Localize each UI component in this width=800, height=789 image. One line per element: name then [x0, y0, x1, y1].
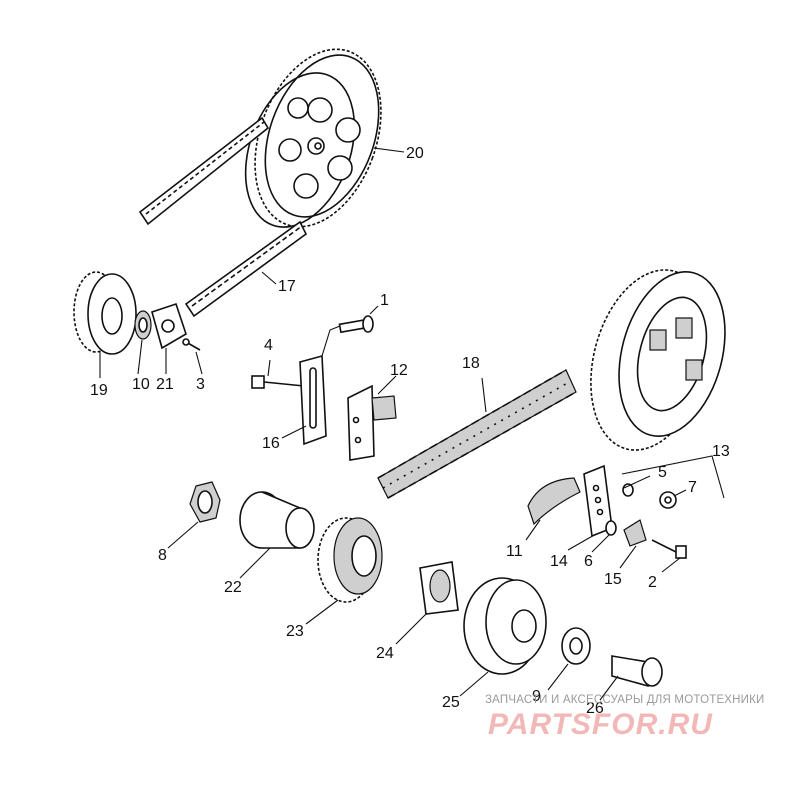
part-label-18: 18 — [462, 355, 480, 372]
clutch-hub — [239, 491, 315, 549]
lock-plate-screw — [182, 338, 201, 351]
part-label-6: 6 — [584, 553, 593, 570]
part-label-7: 7 — [688, 479, 697, 496]
part-label-1: 1 — [380, 292, 389, 309]
part-label-17: 17 — [278, 278, 296, 295]
lock-tab — [623, 519, 647, 547]
part-label-25: 25 — [442, 694, 460, 711]
front-belt-pulley — [73, 271, 137, 355]
primary-chain — [377, 369, 577, 499]
part-label-23: 23 — [286, 623, 304, 640]
compensating-sprocket — [317, 517, 383, 603]
part-labels: 1 2 3 4 5 6 7 8 9 10 11 12 13 14 15 16 1… — [90, 145, 730, 717]
locknut — [659, 491, 677, 509]
part-label-26: 26 — [586, 700, 604, 717]
part-label-16: 16 — [262, 435, 280, 452]
part-label-9: 9 — [532, 688, 541, 705]
part-label-24: 24 — [376, 645, 394, 662]
part-label-2: 2 — [648, 574, 657, 591]
part-label-21: 21 — [156, 376, 174, 393]
watermark-caption: ЗАПЧАСТИ И АКСЕССУАРЫ ДЛЯ МОТОТЕХНИКИ — [485, 694, 765, 706]
part-label-13: 13 — [712, 443, 730, 460]
part-label-22: 22 — [224, 579, 242, 596]
tensioner-washer — [605, 520, 617, 536]
part-label-15: 15 — [604, 571, 622, 588]
lock-plate — [151, 302, 187, 350]
front-pulley-nut — [134, 310, 152, 340]
part-label-3: 3 — [196, 376, 205, 393]
part-label-19: 19 — [90, 382, 108, 399]
clutch-basket-sprocket — [590, 269, 726, 451]
part-label-20: 20 — [406, 145, 424, 162]
sliding-cam — [419, 561, 459, 615]
drive-belt-17 — [184, 220, 308, 318]
leader-lines — [99, 147, 687, 701]
chain-guide-bracket — [347, 384, 397, 461]
part-label-12: 12 — [390, 362, 408, 379]
adjuster-bolt — [251, 375, 305, 389]
part-label-5: 5 — [658, 464, 667, 481]
group-bracket-13 — [621, 455, 725, 499]
tensioner-bolt — [651, 539, 687, 559]
mounting-screw — [338, 315, 374, 334]
hex-nut — [189, 481, 221, 523]
part-label-4: 4 — [264, 337, 273, 354]
flange-bolt — [611, 655, 663, 688]
adjuster-bracket — [299, 325, 341, 446]
thrust-washer — [561, 627, 591, 665]
part-label-11: 11 — [506, 543, 523, 560]
part-label-14: 14 — [550, 553, 568, 570]
spring-cover — [463, 577, 547, 675]
part-label-10: 10 — [132, 376, 150, 393]
part-label-8: 8 — [158, 547, 167, 564]
chain-tensioner-shoe — [527, 477, 581, 526]
drive-belt-upper — [138, 116, 270, 226]
rear-belt-pulley — [244, 48, 382, 228]
watermark-logo: PARTSFOR.RU — [488, 708, 713, 741]
